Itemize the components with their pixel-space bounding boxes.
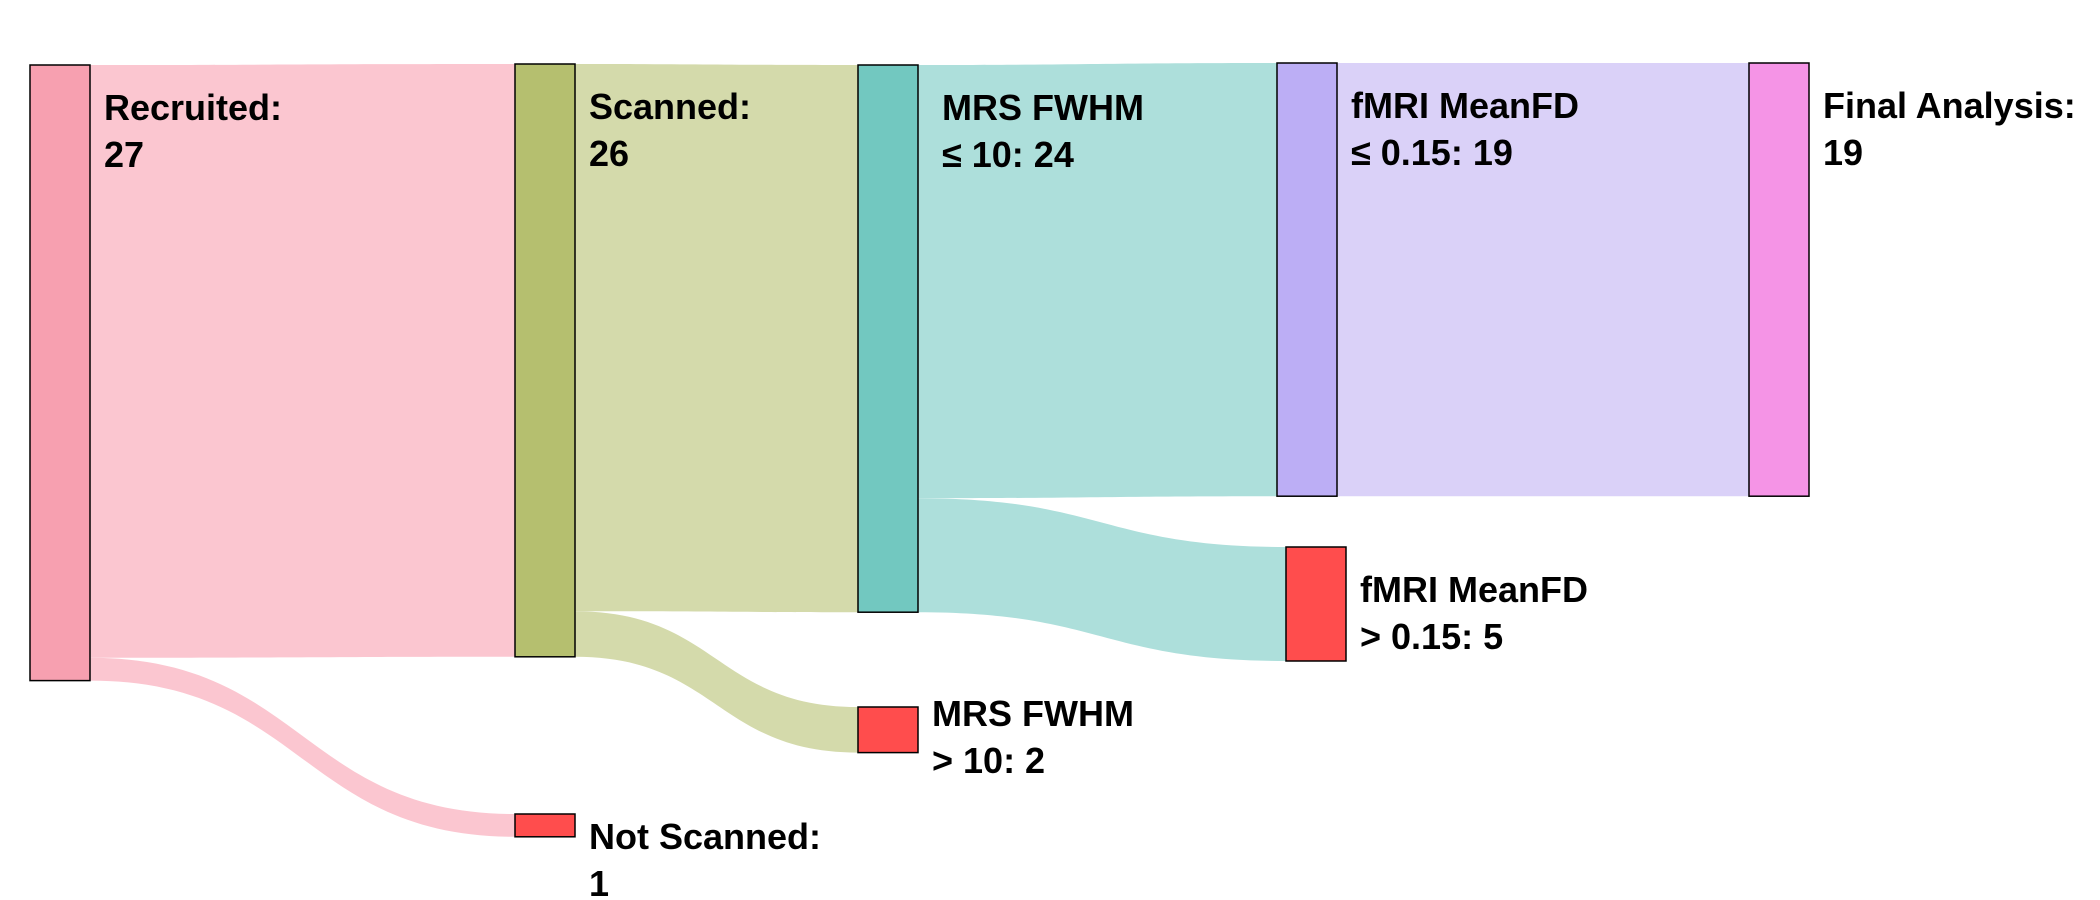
node-mrs_fwhm_bad (857, 706, 919, 754)
node-label-mrs_fwhm_ok-line1: MRS FWHM (942, 87, 1144, 128)
link-mrs_fwhm_ok-to-fmri_ok (918, 63, 1277, 499)
link-scanned-to-mrs_fwhm_ok (575, 64, 858, 613)
node-label-not_scanned-line1: Not Scanned: (589, 816, 821, 857)
node-label-fmri_bad-line2: > 0.15: 5 (1360, 616, 1503, 657)
link-recruited-to-not_scanned (90, 657, 515, 837)
node-label-not_scanned-line2: 1 (589, 863, 609, 900)
link-fmri_ok-to-final (1337, 63, 1749, 497)
link-scanned-to-mrs_fwhm_bad (575, 611, 858, 753)
node-label-final-line1: Final Analysis: (1823, 85, 2076, 126)
node-final (1748, 62, 1810, 497)
node-fmri_bad (1285, 546, 1347, 662)
node-not_scanned (514, 813, 576, 838)
node-mrs_fwhm_ok (857, 64, 919, 613)
node-fmri_ok (1276, 62, 1338, 497)
node-label-mrs_fwhm_bad-line1: MRS FWHM (932, 693, 1134, 734)
node-label-recruited-line1: Recruited: (104, 87, 282, 128)
node-recruited (29, 64, 91, 682)
sankey-links (90, 63, 1749, 837)
node-label-fmri_ok-line2: ≤ 0.15: 19 (1351, 132, 1513, 173)
node-label-scanned-line2: 26 (589, 133, 629, 174)
link-mrs_fwhm_ok-to-fmri_bad (918, 498, 1286, 661)
node-label-scanned-line1: Scanned: (589, 86, 751, 127)
node-label-fmri_bad-line1: fMRI MeanFD (1360, 569, 1588, 610)
node-label-fmri_ok-line1: fMRI MeanFD (1351, 85, 1579, 126)
node-label-mrs_fwhm_bad-line2: > 10: 2 (932, 740, 1045, 781)
link-recruited-to-scanned (90, 64, 515, 658)
sankey-nodes (29, 62, 1810, 838)
node-label-final-line2: 19 (1823, 132, 1863, 173)
node-label-mrs_fwhm_ok-line2: ≤ 10: 24 (942, 134, 1074, 175)
node-scanned (514, 63, 576, 658)
node-label-recruited-line2: 27 (104, 134, 144, 175)
